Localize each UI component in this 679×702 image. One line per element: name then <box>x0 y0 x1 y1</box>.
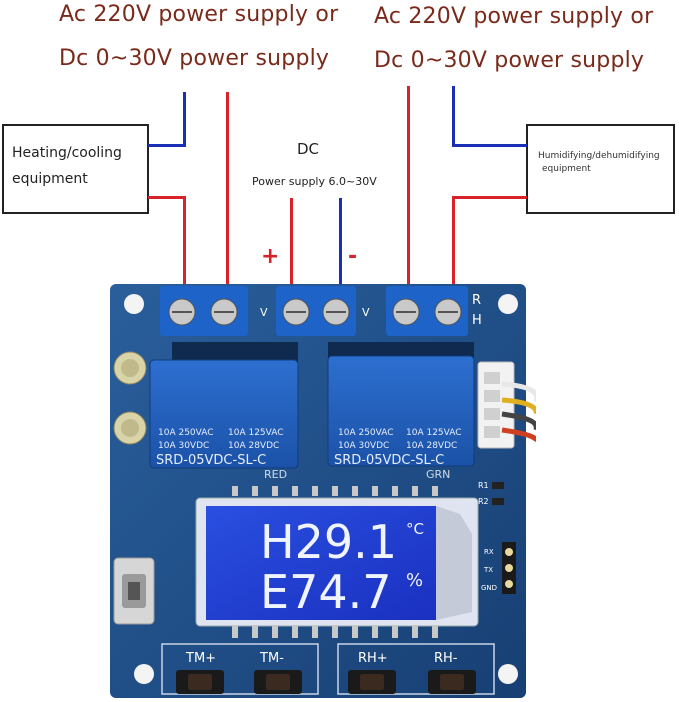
supply-left-line2: Dc 0~30V power supply <box>59 46 330 71</box>
supply-right-line2: Dc 0~30V power supply <box>374 48 645 73</box>
wire-left-red-v <box>226 92 229 290</box>
wire-left-blue-v <box>183 92 186 147</box>
wire-right-red-v <box>407 86 410 290</box>
terminal-label-1: V <box>260 306 268 319</box>
svg-text:TX: TX <box>483 566 493 574</box>
wire-dc-plus <box>290 198 293 290</box>
svg-text:10A 125VAC: 10A 125VAC <box>228 428 284 438</box>
svg-text:10A 250VAC: 10A 250VAC <box>158 428 214 438</box>
mount-hole-tr <box>498 294 518 314</box>
terminal-block-right <box>386 286 468 336</box>
button-label-tm-plus: TM+ <box>185 651 216 666</box>
button-frame-tm <box>161 643 319 695</box>
rh-label-r: R <box>472 293 481 308</box>
svg-text:10A 28VDC: 10A 28VDC <box>228 441 279 451</box>
left-box-line2: equipment <box>12 171 88 187</box>
serial-pins: RX TX GND <box>481 542 516 594</box>
capacitor-bottom <box>113 411 147 445</box>
lcd-line1: H29.1 <box>260 515 397 569</box>
wire-dc-minus <box>339 198 342 290</box>
relay-left: 10A 250VAC 10A 125VAC 10A 30VDC 10A 28VD… <box>149 359 299 469</box>
wire-left-red-h <box>148 196 186 199</box>
lcd-display: H29.1 °C E74.7 % <box>195 497 479 627</box>
led-label-grn: GRN <box>426 468 450 481</box>
svg-text:10A 30VDC: 10A 30VDC <box>158 441 209 451</box>
relay-right: 10A 250VAC 10A 125VAC 10A 30VDC 10A 28VD… <box>327 355 475 468</box>
wire-left-blue-h <box>148 144 186 147</box>
button-label-tm-minus: TM- <box>259 651 284 666</box>
button-frame-rh <box>337 643 495 695</box>
humidifying-box: Humidifying/dehumidifying equipment <box>526 124 675 214</box>
wire-right-blue-v <box>452 86 455 147</box>
svg-text:RX: RX <box>484 548 494 556</box>
capacitor-top <box>113 351 147 385</box>
supply-right-line1: Ac 220V power supply or <box>374 4 654 29</box>
rh-minus-button[interactable] <box>428 670 476 694</box>
lcd-bottom-pins <box>232 626 438 638</box>
tm-minus-button[interactable] <box>254 670 302 694</box>
svg-text:10A 30VDC: 10A 30VDC <box>338 441 389 451</box>
lcd-unit2: % <box>406 570 423 591</box>
tm-plus-button[interactable] <box>176 670 224 694</box>
svg-text:SRD-05VDC-SL-C: SRD-05VDC-SL-C <box>156 453 266 468</box>
circuit-board: V V R H 10A 250VAC 10A 125VAC 10A 30VDC … <box>110 284 536 698</box>
right-box-line2: equipment <box>542 164 591 174</box>
wire-right-red-h <box>452 196 527 199</box>
terminal-label-2: V <box>362 306 370 319</box>
dc-plus-sign: + <box>261 244 280 269</box>
svg-text:GND: GND <box>481 584 497 592</box>
led-label-red: RED <box>264 468 287 481</box>
wire-right-blue-h <box>452 144 527 147</box>
svg-text:10A 28VDC: 10A 28VDC <box>406 441 457 451</box>
svg-text:SRD-05VDC-SL-C: SRD-05VDC-SL-C <box>334 453 444 468</box>
rh-label-h: H <box>472 313 482 328</box>
mount-hole-bl <box>134 664 154 684</box>
svg-text:10A 250VAC: 10A 250VAC <box>338 428 394 438</box>
lcd-line2: E74.7 <box>260 565 392 619</box>
svg-text:10A 125VAC: 10A 125VAC <box>406 428 462 438</box>
lcd-unit1: °C <box>406 520 424 538</box>
r2-label: R2 <box>478 497 489 506</box>
sensor-connector <box>477 361 536 449</box>
mount-hole-tl <box>124 294 144 314</box>
r1-label: R1 <box>478 481 489 490</box>
usb-port <box>113 557 155 625</box>
wire-left-red-down <box>183 196 186 290</box>
dc-title: DC <box>297 140 320 158</box>
mount-hole-br <box>498 664 518 684</box>
dc-minus-sign: - <box>348 244 358 269</box>
terminal-block-center <box>276 286 356 336</box>
left-box-line1: Heating/cooling <box>12 145 122 161</box>
lcd-top-pins <box>232 486 438 496</box>
button-label-rh-plus: RH+ <box>358 651 388 666</box>
terminal-block-left <box>160 286 248 336</box>
wire-right-red-down <box>452 196 455 290</box>
heating-cooling-box: Heating/cooling equipment <box>2 124 149 214</box>
supply-left-line1: Ac 220V power supply or <box>59 2 339 27</box>
button-label-rh-minus: RH- <box>434 651 458 666</box>
rh-plus-button[interactable] <box>348 670 396 694</box>
right-box-line1: Humidifying/dehumidifying <box>538 151 660 161</box>
dc-subtitle: Power supply 6.0~30V <box>252 175 377 188</box>
